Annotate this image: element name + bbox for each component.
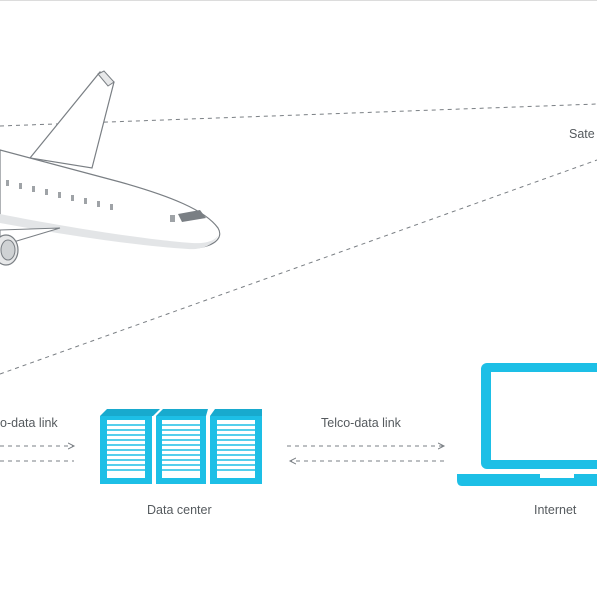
- laptop-icon: [457, 363, 597, 486]
- right-telco-link-arrows: [287, 446, 444, 461]
- data-center-label: Data center: [147, 503, 212, 517]
- server-rack-icon: [100, 409, 262, 484]
- satellite-label: Sate: [569, 127, 595, 141]
- satellite-beam-lower: [0, 159, 597, 375]
- right-link-label: Telco-data link: [321, 416, 401, 430]
- left-telco-link-arrows: [0, 446, 74, 462]
- airplane-icon: [0, 70, 221, 266]
- internet-label: Internet: [534, 503, 577, 517]
- left-link-label: o-data link: [0, 416, 58, 430]
